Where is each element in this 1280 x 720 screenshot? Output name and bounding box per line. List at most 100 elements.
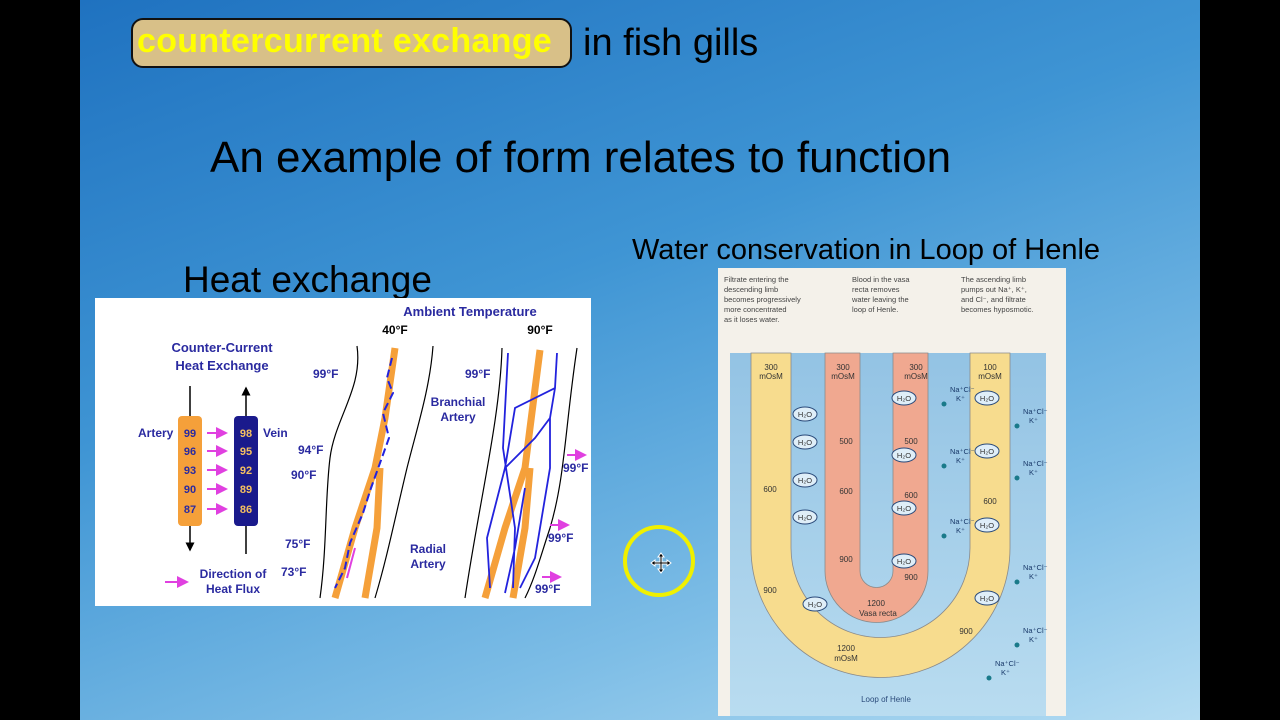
ion-label: Na⁺Cl⁻ <box>995 659 1020 668</box>
ion-pump <box>1014 423 1020 429</box>
ion-label-k: K⁺ <box>1029 635 1038 644</box>
top-osmolarity: 300 <box>909 363 923 372</box>
ion-label: Na⁺Cl⁻ <box>1023 407 1048 416</box>
note-vasa-recta: water leaving the <box>851 295 909 304</box>
vasa-down-value: 900 <box>904 573 918 582</box>
note-ascending: and Cl⁻, and filtrate <box>961 295 1026 304</box>
cold-temp-label: 94°F <box>298 443 323 457</box>
vasa-up-value: 500 <box>839 437 853 446</box>
ambient-title: Ambient Temperature <box>403 304 536 319</box>
water-molecule: H₂O <box>891 500 917 516</box>
move-icon <box>650 552 672 574</box>
note-ascending: The ascending limb <box>961 275 1026 284</box>
ion-label-k: K⁺ <box>1029 468 1038 477</box>
water-label: H₂O <box>798 513 812 522</box>
artery-value: 90 <box>184 484 196 496</box>
vasa-bottom-value: 1200 <box>867 599 885 608</box>
water-label: H₂O <box>798 410 812 419</box>
artery-value: 99 <box>184 428 196 440</box>
title-rest: in fish gills <box>583 22 759 64</box>
vasa-up-value: 600 <box>839 487 853 496</box>
vasa-down-value: 500 <box>904 437 918 446</box>
water-molecule: H₂O <box>974 443 1000 459</box>
vasa-recta-label: Vasa recta <box>859 609 897 618</box>
ion-label: Na⁺Cl⁻ <box>950 517 975 526</box>
loop-bottom-unit: mOsM <box>834 654 858 663</box>
warm-temp-label: 99°F <box>465 367 490 381</box>
flux-label-2: Heat Flux <box>206 582 260 596</box>
ion-pump <box>941 533 947 539</box>
top-unit: mOsM <box>904 372 928 381</box>
note-vasa-recta: Blood in the vasa <box>852 275 910 284</box>
ion-label: Na⁺Cl⁻ <box>1023 626 1048 635</box>
water-molecule: H₂O <box>891 447 917 463</box>
top-osmolarity: 300 <box>764 363 778 372</box>
subtitle: An example of form relates to function <box>210 133 952 182</box>
cursor-highlight <box>623 525 695 597</box>
note-descending: descending limb <box>724 285 778 294</box>
radial-label-1: Radial <box>410 542 446 556</box>
vasa-up-value: 900 <box>839 555 853 564</box>
cold-temp-label: 99°F <box>313 367 338 381</box>
cc-title-2: Heat Exchange <box>175 358 268 373</box>
ion-pump <box>986 675 992 681</box>
warm-gill-filament <box>464 347 578 599</box>
ion-pump <box>1014 475 1020 481</box>
note-ascending: pumps out Na⁺, K⁺, <box>961 285 1027 294</box>
ambient-cold: 40°F <box>382 323 407 337</box>
top-unit: mOsM <box>759 372 783 381</box>
vein-value: 89 <box>240 484 252 496</box>
vein-value: 92 <box>240 465 252 477</box>
warm-temp-label: 99°F <box>535 582 560 596</box>
artery-value: 87 <box>184 504 196 516</box>
branchial-label-1: Branchial <box>431 395 486 409</box>
water-molecule: H₂O <box>792 434 818 450</box>
cold-temp-label: 90°F <box>291 468 316 482</box>
cc-title-1: Counter-Current <box>171 340 273 355</box>
branchial-label-2: Artery <box>440 410 476 424</box>
vein-label: Vein <box>263 426 288 440</box>
artery-label: Artery <box>138 426 174 440</box>
water-label: H₂O <box>897 451 911 460</box>
artery-value: 96 <box>184 446 196 458</box>
water-label: H₂O <box>798 476 812 485</box>
water-molecule: H₂O <box>974 517 1000 533</box>
ion-label-k: K⁺ <box>1029 416 1038 425</box>
descending-value: 600 <box>763 485 777 494</box>
flux-label-1: Direction of <box>200 567 268 581</box>
ambient-warm: 90°F <box>527 323 552 337</box>
ion-label: Na⁺Cl⁻ <box>950 447 975 456</box>
ion-label-k: K⁺ <box>956 394 965 403</box>
ion-label: Na⁺Cl⁻ <box>1023 563 1048 572</box>
ion-label-k: K⁺ <box>956 526 965 535</box>
water-molecule: H₂O <box>891 390 917 406</box>
artery-column <box>178 416 202 526</box>
vasa-down-value: 600 <box>904 491 918 500</box>
ion-pump <box>1014 579 1020 585</box>
vein-column <box>234 416 258 526</box>
water-label: H₂O <box>798 438 812 447</box>
water-molecule: H₂O <box>802 596 828 612</box>
water-label: H₂O <box>897 394 911 403</box>
note-descending: becomes progressively <box>724 295 801 304</box>
title-highlight: countercurrent exchange <box>137 22 553 60</box>
title-highlight-box: countercurrent exchange <box>131 18 572 68</box>
top-unit: mOsM <box>978 372 1002 381</box>
water-molecule: H₂O <box>792 472 818 488</box>
note-vasa-recta: recta removes <box>852 285 900 294</box>
radial-label-2: Artery <box>410 557 446 571</box>
ascending-value: 600 <box>983 497 997 506</box>
water-molecule: H₂O <box>891 553 917 569</box>
note-vasa-recta: loop of Henle. <box>852 305 898 314</box>
cold-gill-filament <box>319 345 434 599</box>
ion-label: Na⁺Cl⁻ <box>1023 459 1048 468</box>
cold-temp-label: 73°F <box>281 565 306 579</box>
note-ascending: becomes hyposmotic. <box>961 305 1034 314</box>
water-molecule: H₂O <box>792 509 818 525</box>
water-label: H₂O <box>980 594 994 603</box>
loop-of-henle-tube <box>750 352 1011 678</box>
water-label: H₂O <box>897 504 911 513</box>
ion-label: Na⁺Cl⁻ <box>950 385 975 394</box>
top-osmolarity: 300 <box>836 363 850 372</box>
water-label: H₂O <box>980 447 994 456</box>
